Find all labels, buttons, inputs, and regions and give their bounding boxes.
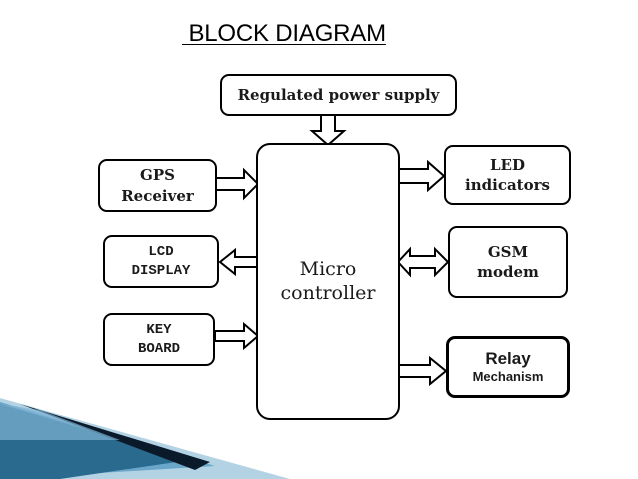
lcd-block: LCD DISPLAY [103, 235, 219, 288]
arrow-mcu-to-lcd [218, 247, 259, 277]
relay-label-line1: Relay [485, 349, 531, 368]
relay-label-line2: Mechanism [472, 369, 544, 385]
keyboard-label: KEY BOARD [137, 321, 180, 357]
slide-title: BLOCK DIAGRAM [182, 20, 386, 47]
relay-block: Relay Mechanism [446, 336, 570, 398]
arrow-power-to-mcu [309, 113, 347, 147]
arrow-mcu-to-led [397, 159, 446, 193]
led-label: LED indicators [465, 155, 550, 194]
gps-block: GPS Receiver [98, 159, 217, 212]
power-supply-block: Regulated power supply [220, 74, 457, 116]
microcontroller-block: Micro controller [256, 143, 400, 420]
lcd-label: LCD DISPLAY [131, 243, 191, 279]
gps-label: GPS Receiver [121, 166, 194, 205]
arrow-keyboard-to-mcu [214, 321, 260, 351]
led-block: LED indicators [444, 145, 571, 205]
arrow-mcu-gsm [396, 246, 450, 278]
keyboard-block: KEY BOARD [103, 313, 215, 366]
arrow-mcu-to-relay [397, 355, 448, 387]
gsm-label: GSM modem [477, 242, 539, 281]
microcontroller-label: Micro controller [280, 257, 376, 304]
arrow-gps-to-mcu [214, 167, 260, 201]
gsm-block: GSM modem [448, 226, 568, 298]
power-supply-label: Regulated power supply [237, 86, 440, 104]
